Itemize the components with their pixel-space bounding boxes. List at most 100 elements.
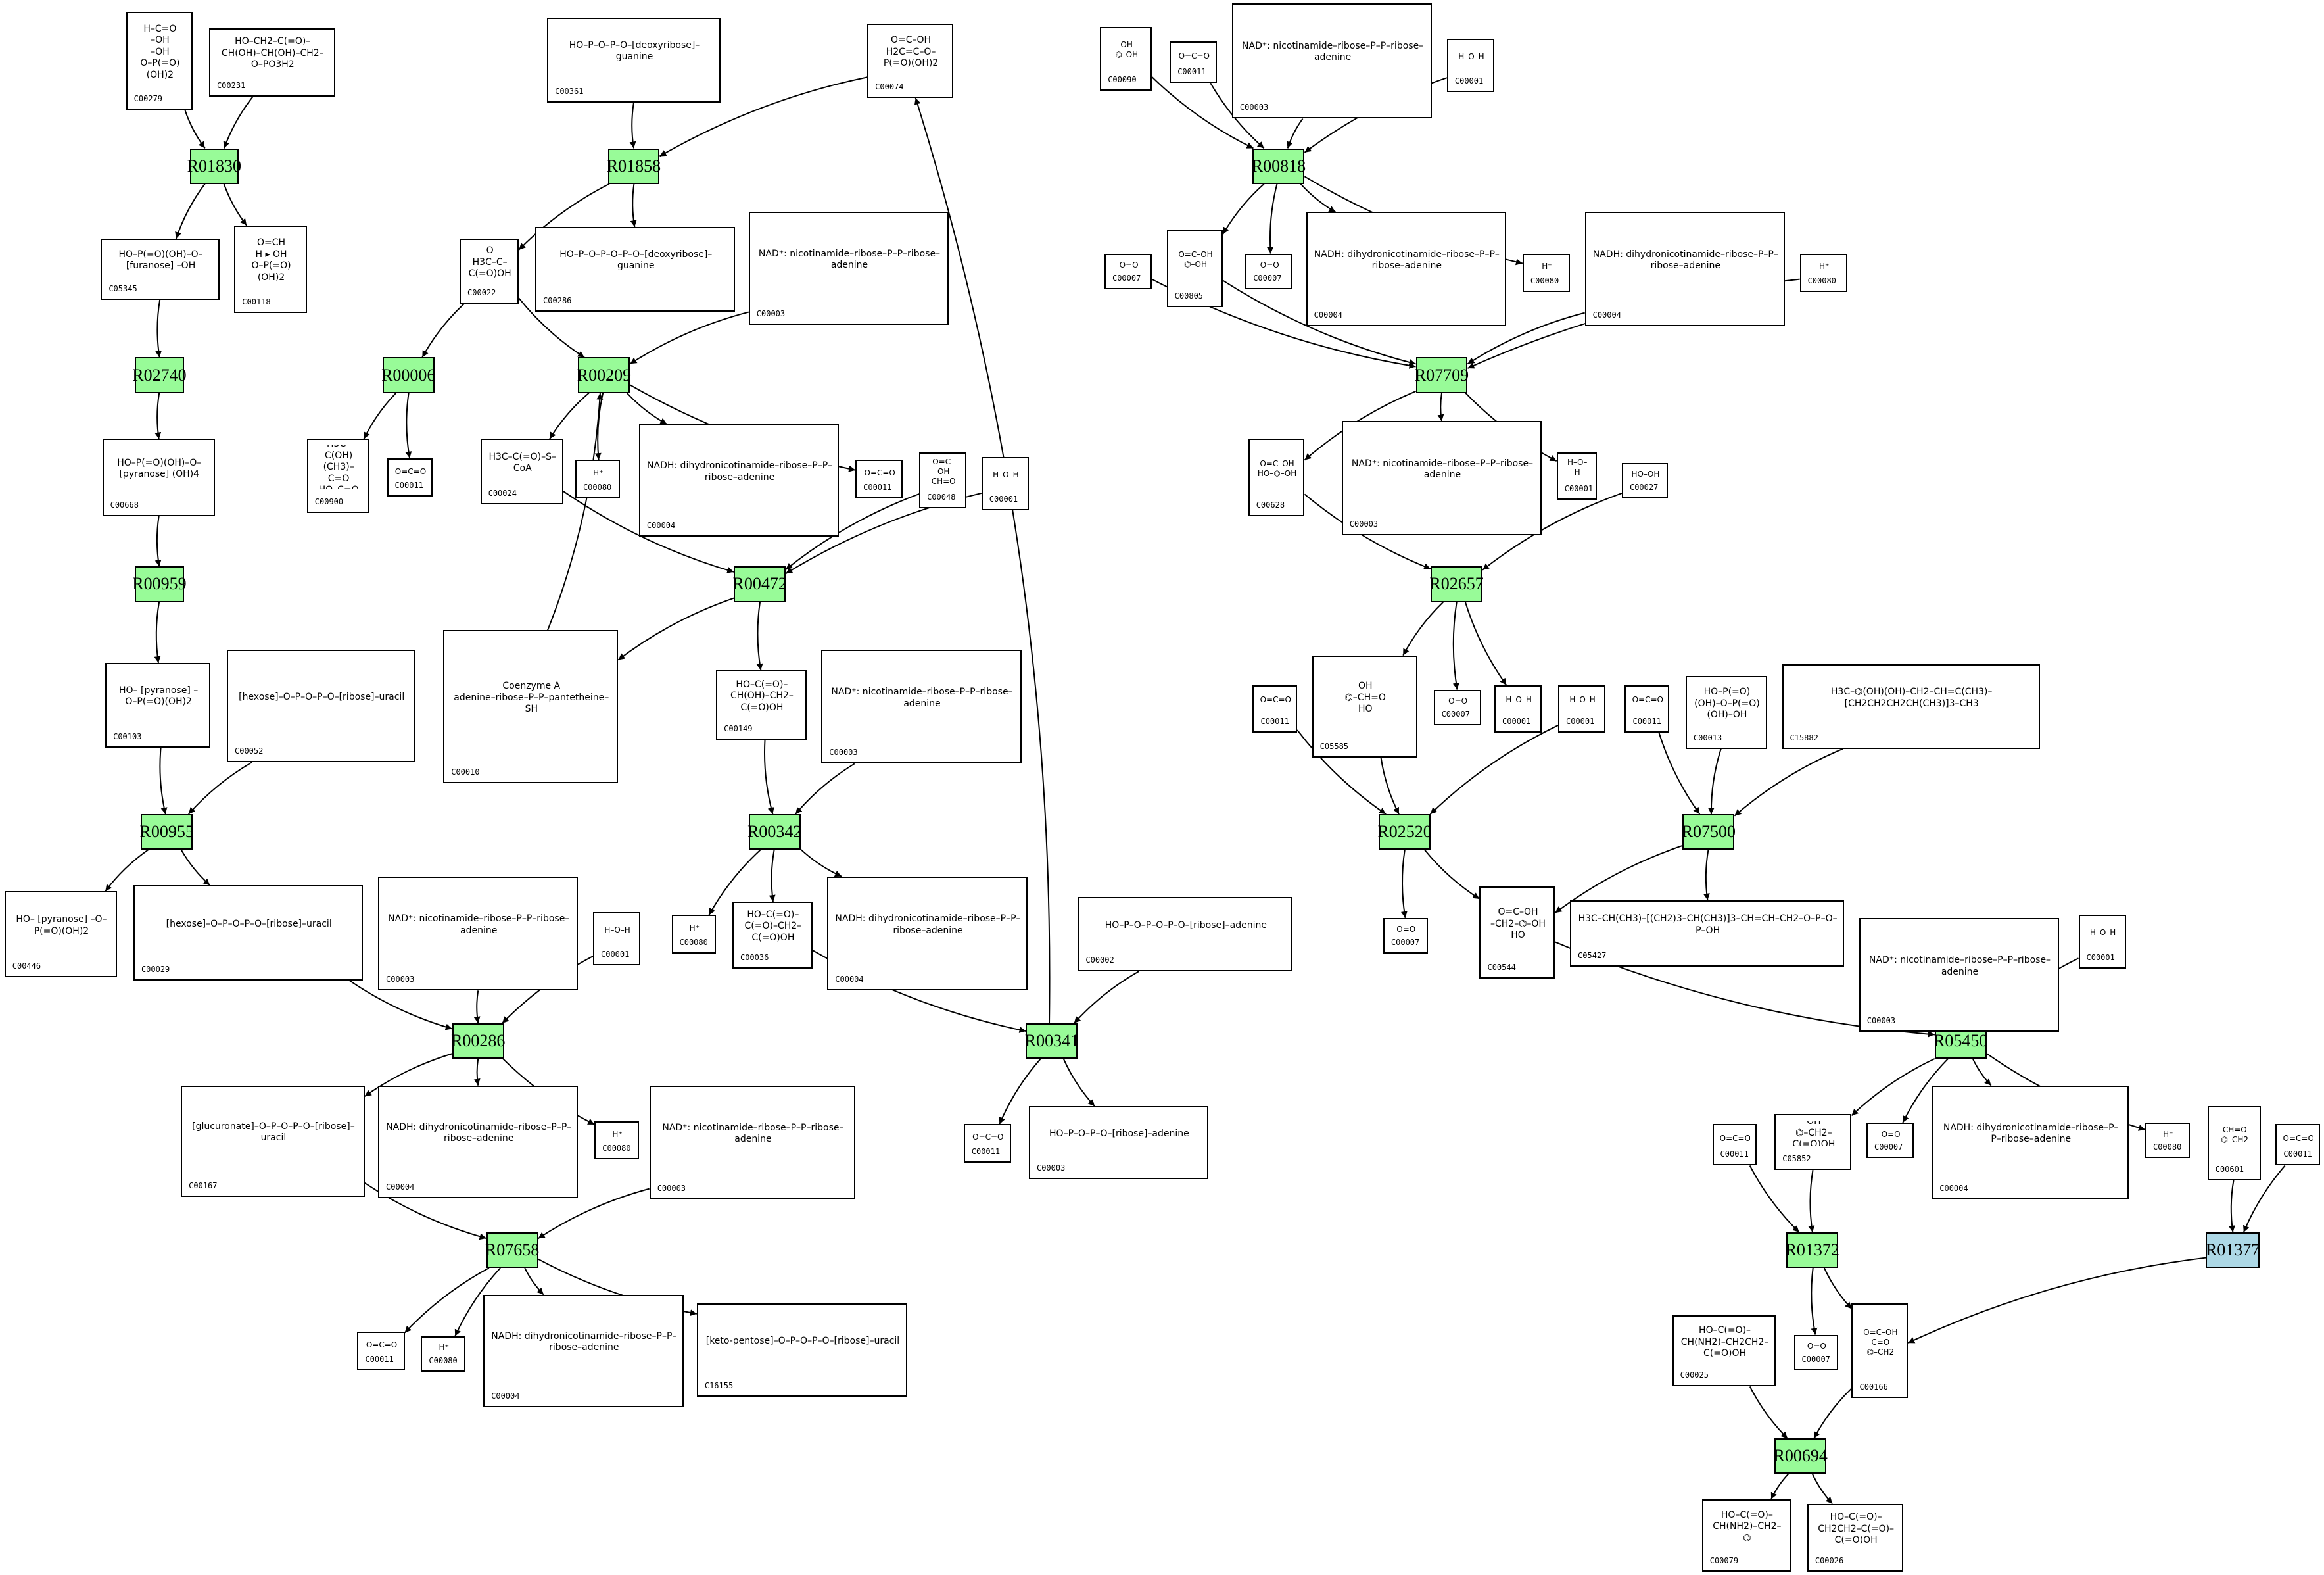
compound-node-c00004[interactable]: NADH: dihydronicotinamide–ribose–P–P–rib… [483,1294,684,1407]
reaction-node-r01372[interactable]: R01372 [1786,1232,1839,1268]
reaction-node-r01858[interactable]: R01858 [607,148,661,184]
reaction-node-r07709[interactable]: R07709 [1415,357,1469,393]
reaction-node-r00818[interactable]: R00818 [1252,148,1306,184]
compound-node-c00004[interactable]: NADH: dihydronicotinamide–ribose–P–P–rib… [1932,1085,2129,1200]
reaction-node-r02657[interactable]: R02657 [1429,566,1484,602]
compound-node-c00003[interactable]: NAD⁺: nicotinamide–ribose–P–P–ribose–ade… [821,649,1022,764]
compound-node-c00010[interactable]: Coenzyme A adenine–ribose–P–P–pantethein… [443,630,619,783]
compound-node-c00003[interactable]: NAD⁺: nicotinamide–ribose–P–P–ribose–ade… [649,1085,856,1200]
compound-node-c00080[interactable]: H⁺C00080 [2145,1123,2190,1159]
reaction-node-r00694[interactable]: R00694 [1774,1438,1828,1474]
compound-node-c05427[interactable]: H3C–CH(CH3)–[(CH2)3–CH(CH3)]3–CH=CH–CH2–… [1570,900,1845,967]
reaction-node-r00209[interactable]: R00209 [577,357,631,393]
reaction-node-r00286[interactable]: R00286 [451,1023,505,1059]
compound-node-c15882[interactable]: H3C–⌬(OH)(OH)–CH2–CH=C(CH3)–[CH2CH2CH2CH… [1782,664,2040,749]
compound-node-c00080[interactable]: H⁺C00080 [1799,253,1847,293]
compound-node-c00004[interactable]: NADH: dihydronicotinamide–ribose–P–P–rib… [378,1085,579,1199]
compound-node-c00004[interactable]: NADH: dihydronicotinamide–ribose–P–P–rib… [1306,212,1507,327]
compound-node-c00003[interactable]: NAD⁺: nicotinamide–ribose–P–P–ribose–ade… [1859,917,2060,1032]
reaction-node-r00342[interactable]: R00342 [747,813,801,850]
compound-node-c00080[interactable]: H⁺C00080 [575,460,620,498]
compound-node-c00004[interactable]: NADH: dihydronicotinamide–ribose–P–P–rib… [638,424,840,537]
compound-node-c00080[interactable]: H⁺C00080 [1522,253,1571,293]
compound-node-c00080[interactable]: H⁺C00080 [421,1336,466,1372]
compound-node-c00079[interactable]: HO–C(=O)–CH(NH2)–CH2–⌬C00079 [1701,1499,1791,1572]
reaction-node-r00006[interactable]: R00006 [381,357,435,393]
compound-node-c00080[interactable]: H⁺C00080 [594,1121,639,1160]
compound-node-c00003[interactable]: NAD⁺: nicotinamide–ribose–P–P–ribose–ade… [1341,421,1542,536]
reaction-node-r01830[interactable]: R01830 [187,148,241,184]
compound-node-c00004[interactable]: NADH: dihydronicotinamide–ribose–P–P–rib… [1584,212,1786,327]
reaction-node-r02520[interactable]: R02520 [1377,813,1432,850]
reaction-node-r00959[interactable]: R00959 [132,566,187,602]
reaction-node-r00955[interactable]: R00955 [140,813,194,850]
reaction-node-r02740[interactable]: R02740 [132,357,187,393]
compound-node-c00003[interactable]: NAD⁺: nicotinamide–ribose–P–P–ribose–ade… [1231,3,1433,119]
compound-node-c16155[interactable]: [keto-pentose]–O–P–O–P–O–[ribose]–uracil… [696,1303,908,1397]
reaction-node-r00341[interactable]: R00341 [1025,1023,1079,1059]
reaction-node-r07500[interactable]: R07500 [1682,813,1736,850]
compound-node-c00003[interactable]: NAD⁺: nicotinamide–ribose–P–P–ribose–ade… [748,212,949,325]
compound-node-c00003[interactable]: NAD⁺: nicotinamide–ribose–P–P–ribose–ade… [378,876,579,991]
compound-node-c00080[interactable]: H⁺C00080 [671,915,717,954]
compound-node-c00004[interactable]: NADH: dihydronicotinamide–ribose–P–P–rib… [827,876,1028,991]
reaction-node-r00472[interactable]: R00472 [733,566,787,602]
reaction-node-r01377[interactable]: R01377 [2206,1232,2260,1268]
reaction-node-r07658[interactable]: R07658 [485,1232,539,1268]
